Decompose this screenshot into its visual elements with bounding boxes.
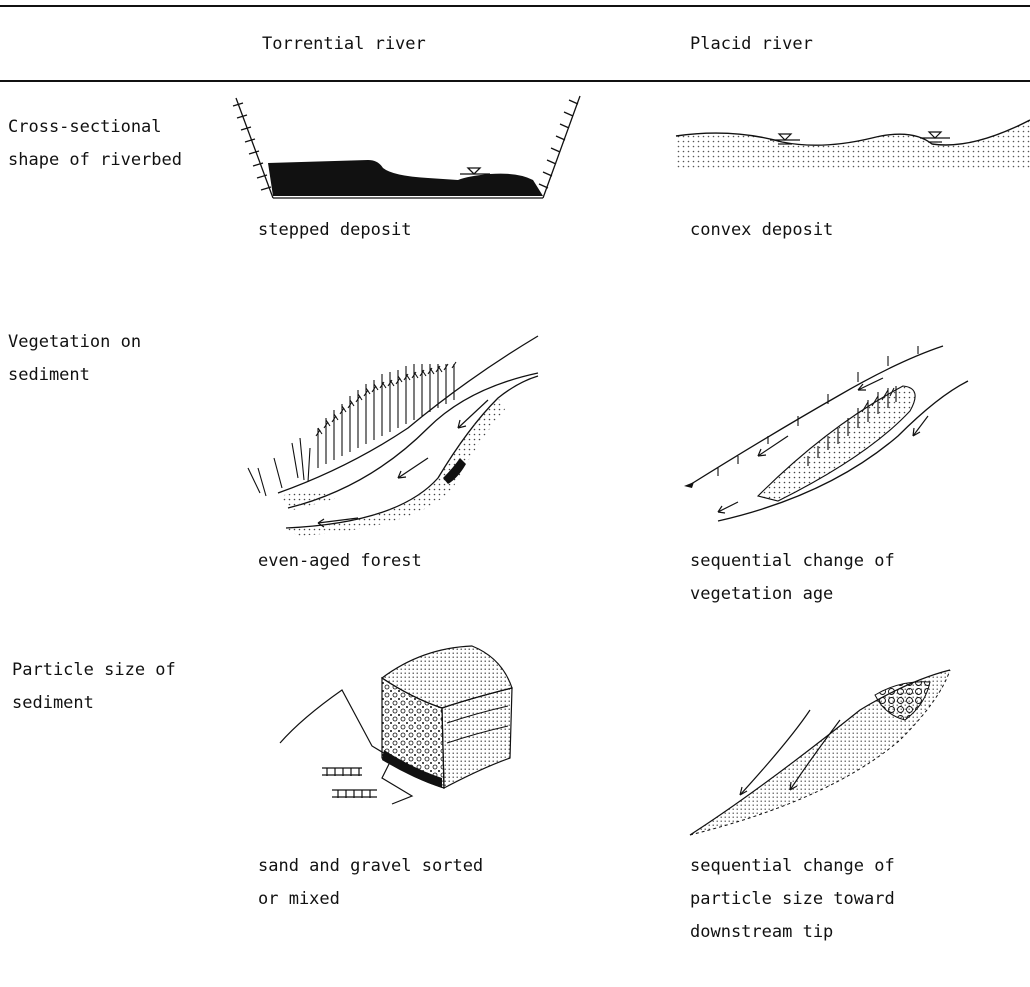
column-header-torrential: Torrential river (262, 28, 426, 61)
top-rule (0, 5, 1030, 7)
header-rule (0, 80, 1030, 82)
row-label-particle-size: Particle size of sediment (12, 654, 176, 720)
column-header-placid: Placid river (690, 28, 813, 61)
stepped-deposit-shape (268, 160, 543, 196)
row-label-cross-section: Cross-sectional shape of riverbed (8, 111, 182, 177)
torrential-row2-caption: even-aged forest (258, 545, 422, 578)
placid-vegetation-sketch (678, 326, 978, 526)
placid-row2-caption: sequential change of vegetation age (690, 545, 895, 611)
placid-row1-caption: convex deposit (690, 214, 833, 247)
row-label-vegetation: Vegetation on sediment (8, 326, 141, 392)
torrential-particle-sketch (272, 628, 532, 828)
torrential-cross-section-sketch (228, 88, 588, 208)
torrential-vegetation-sketch (238, 318, 558, 538)
placid-cross-section-sketch (672, 110, 1030, 170)
torrential-row3-caption: sand and gravel sorted or mixed (258, 850, 483, 916)
placid-particle-sketch (680, 660, 970, 840)
placid-row3-caption: sequential change of particle size towar… (690, 850, 895, 949)
torrential-row1-caption: stepped deposit (258, 214, 412, 247)
